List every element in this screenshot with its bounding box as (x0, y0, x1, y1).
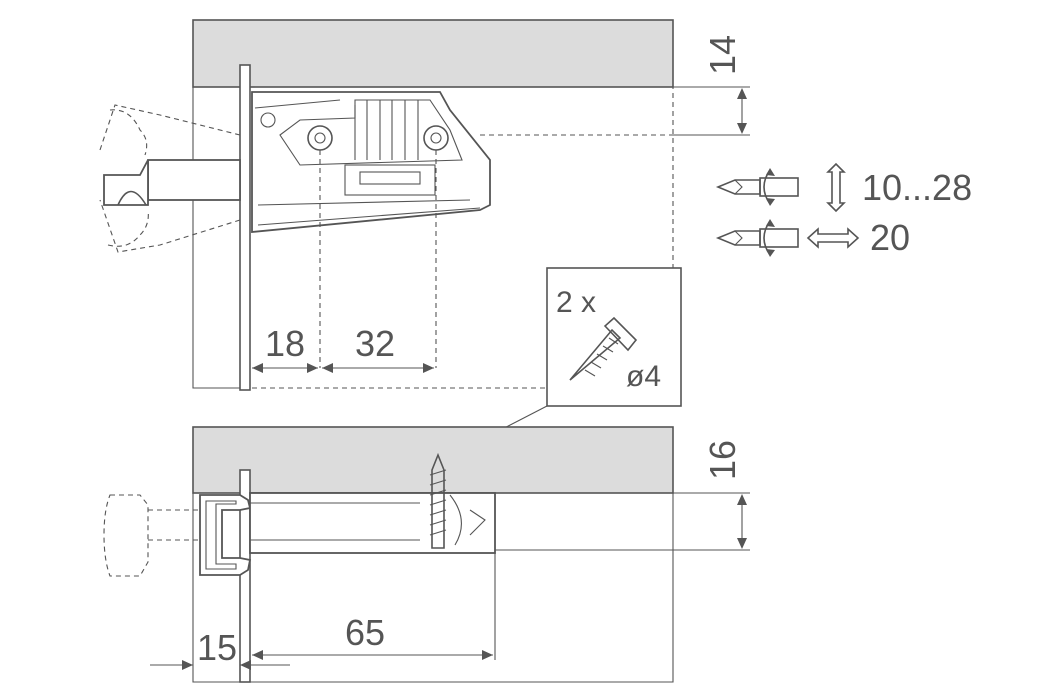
top-swing-outline (99, 104, 241, 253)
tool-legend: 10...28 20 (715, 162, 972, 258)
top-side-wall (239, 64, 251, 391)
top-cabinet-outline (192, 87, 243, 389)
screw-callout-box (546, 267, 682, 407)
horizontal-range-label: 20 (870, 217, 910, 258)
bottom-panel (192, 426, 674, 494)
dim-32-label: 32 (355, 323, 395, 364)
dim-14: 14 (673, 35, 750, 136)
dim-65-label: 65 (345, 612, 385, 653)
vertical-range-label: 10...28 (862, 167, 972, 208)
vertical-arrow-icon (826, 162, 846, 213)
top-front-fitting (103, 159, 241, 206)
dim-32: 32 (322, 323, 434, 373)
dim-14-label: 14 (702, 35, 743, 75)
screw-quantity-label: 2 x (556, 286, 596, 319)
top-view: 14 18 32 (99, 19, 750, 391)
bottom-screw (429, 452, 447, 549)
bottom-side-wall (239, 469, 251, 683)
bottom-cabinet-outline (192, 493, 674, 683)
screw-icon (569, 316, 638, 381)
dim-65: 65 (252, 612, 493, 660)
screw-callout: 2 x ø4 (446, 267, 682, 459)
screwdriver-icon (715, 168, 799, 206)
screwdriver-icon (715, 219, 799, 257)
top-panel (192, 19, 674, 88)
dim-16-label: 16 (702, 440, 743, 480)
top-hinge (251, 91, 491, 233)
dim-15: 15 (150, 627, 290, 670)
bottom-swing-outline (103, 494, 200, 577)
bottom-view: 16 15 65 (103, 426, 750, 683)
dim-15-label: 15 (197, 627, 237, 668)
dim-16: 16 (702, 440, 747, 549)
horizontal-arrow-icon (806, 227, 860, 249)
bottom-fitting (199, 492, 496, 576)
screw-diameter-label: ø4 (626, 360, 661, 393)
dim-18-label: 18 (265, 323, 305, 364)
dim-18: 18 (252, 323, 318, 373)
